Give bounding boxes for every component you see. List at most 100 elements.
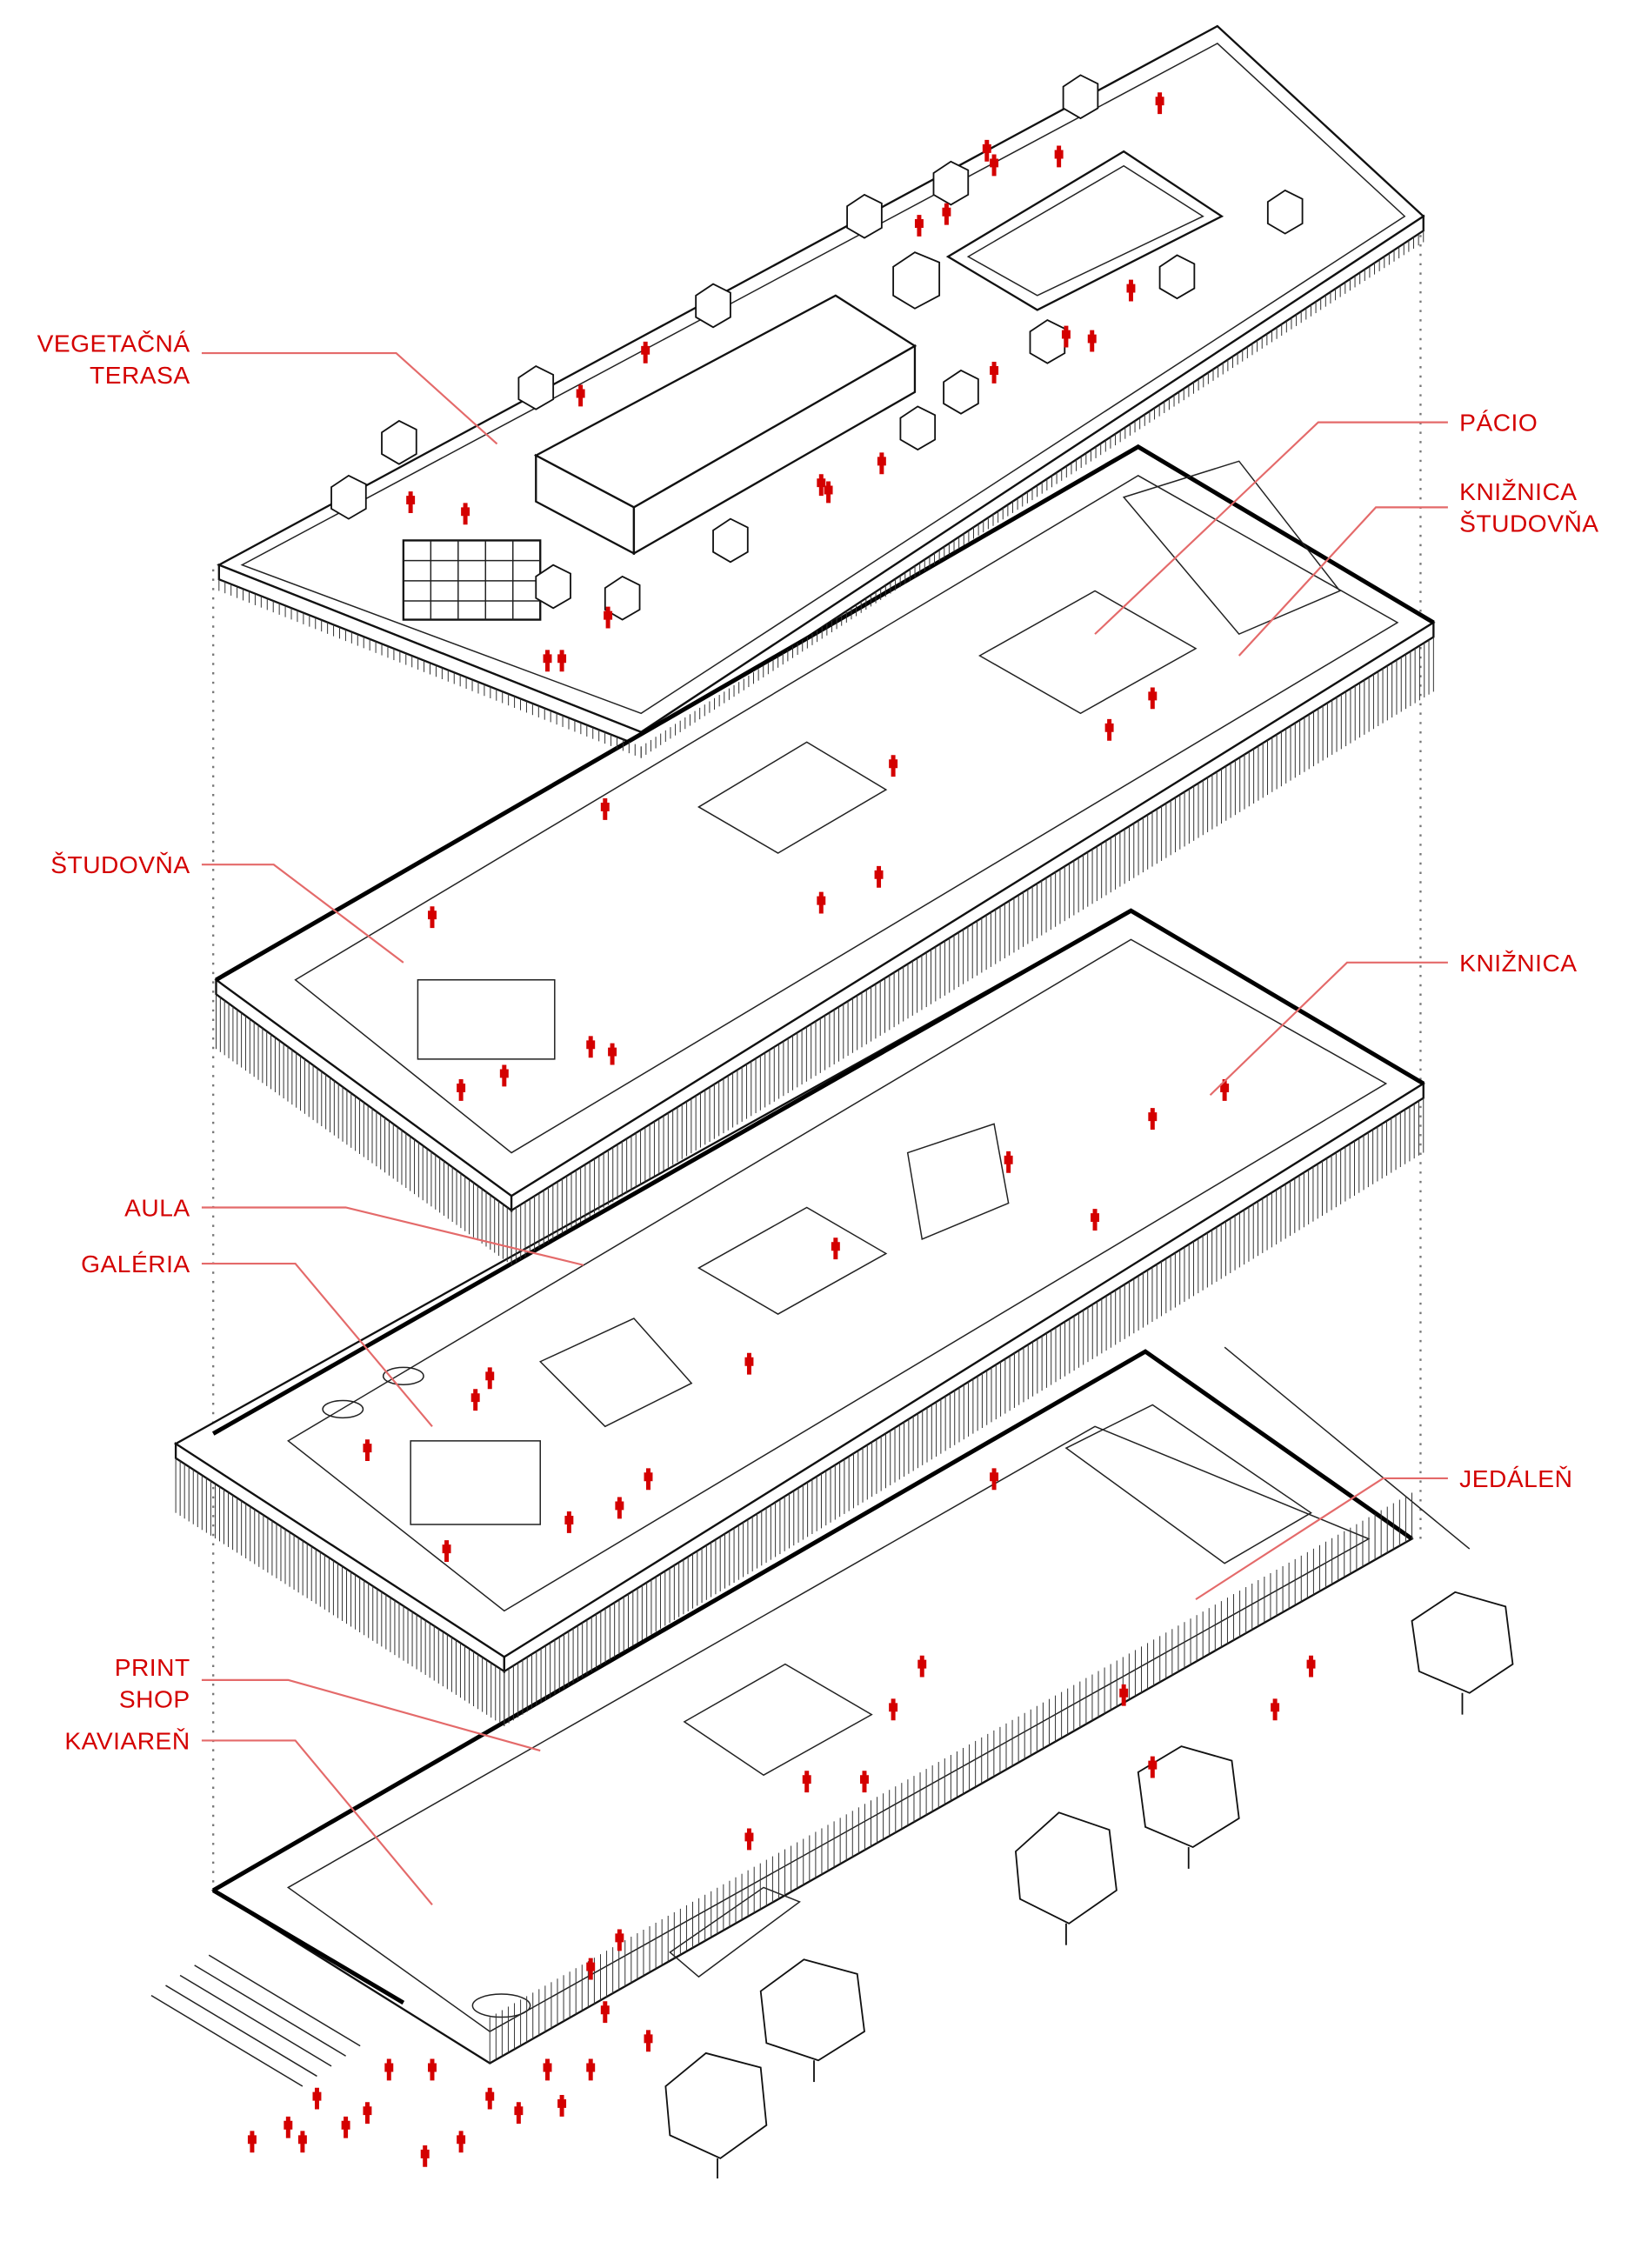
tree-icon <box>846 193 883 239</box>
facade-fins <box>510 637 1434 1265</box>
person-figure <box>461 503 470 525</box>
tree-icon <box>1029 318 1066 364</box>
person-figure <box>485 1367 495 1390</box>
person-figure <box>990 154 999 177</box>
person-figure <box>312 2087 322 2110</box>
tree-icon <box>517 364 555 410</box>
person-figure <box>557 2094 567 2117</box>
facade-fins <box>175 1458 505 1726</box>
label-aula: AULA <box>124 1194 190 1221</box>
tree-icon <box>1137 1745 1240 1869</box>
label-print-shop-line1: PRINT <box>115 1654 190 1681</box>
tree-icon <box>604 575 641 621</box>
person-figure <box>802 1771 811 1793</box>
tree-icon <box>892 251 941 310</box>
person-figure <box>877 452 886 475</box>
person-figure <box>1126 279 1136 302</box>
label-galeria: GALÉRIA <box>81 1251 190 1277</box>
person-figure <box>428 906 437 929</box>
person-figure <box>428 2058 437 2081</box>
person-figure <box>990 1468 999 1491</box>
person-figure <box>604 606 613 629</box>
tree-icon <box>932 160 970 206</box>
tree-icons <box>330 74 1514 2179</box>
tree-icon <box>1158 254 1196 300</box>
person-figure <box>1104 718 1114 741</box>
tree-icon <box>943 369 979 415</box>
tree-icon <box>1266 189 1304 235</box>
facade-fins <box>218 579 642 758</box>
tree-icon <box>712 517 749 564</box>
person-figure <box>824 481 833 504</box>
person-figure <box>1155 92 1164 115</box>
person-figure <box>485 2087 495 2110</box>
person-figure <box>817 474 826 497</box>
person-figure <box>586 1958 596 1980</box>
person-figure <box>1220 1079 1230 1101</box>
person-figure <box>600 2001 610 2024</box>
tree-icon <box>1062 74 1099 120</box>
person-figure <box>1091 1209 1100 1231</box>
first-floor-level <box>173 908 1425 1674</box>
person-figure <box>744 1352 754 1375</box>
tree-icon <box>1411 1591 1514 1715</box>
roof-level <box>217 24 1425 749</box>
tree-icon <box>1014 1811 1118 1945</box>
person-figure <box>514 2102 524 2125</box>
second-floor-level <box>214 444 1436 1213</box>
label-kniznica-studovna-line1: KNIŽNICA <box>1459 478 1577 505</box>
person-figure <box>284 2116 293 2138</box>
person-figure <box>817 891 826 914</box>
person-figure <box>457 2131 466 2153</box>
person-figure <box>406 491 416 513</box>
person-figure <box>917 1655 927 1678</box>
person-figure <box>1148 1756 1158 1778</box>
people-figures <box>247 92 1316 2167</box>
tree-icon <box>899 405 937 451</box>
tree-icon <box>381 419 417 465</box>
person-figure <box>363 1439 372 1462</box>
leader-lines <box>201 352 1448 1905</box>
patio-opening <box>945 150 1224 311</box>
person-figure <box>914 215 924 237</box>
person-figure <box>1004 1151 1013 1173</box>
person-figure <box>889 755 898 777</box>
solar-panels <box>402 539 542 621</box>
person-figure <box>543 2058 552 2081</box>
person-figure <box>384 2058 394 2081</box>
label-vegetacna-terasa-line1: VEGETAČNÁ <box>37 330 190 357</box>
person-figure <box>942 203 951 225</box>
person-figure <box>644 1468 653 1491</box>
person-figure <box>1061 325 1071 348</box>
label-kniznica: KNIŽNICA <box>1459 950 1577 977</box>
person-figure <box>297 2131 307 2153</box>
person-figure <box>470 1389 480 1411</box>
person-figure <box>363 2102 372 2125</box>
label-kaviaren: KAVIAREŇ <box>64 1727 190 1754</box>
facade-fins <box>489 1492 1413 2064</box>
person-figure <box>442 1540 451 1563</box>
tree-icon <box>330 474 367 520</box>
person-figure <box>1054 145 1064 168</box>
person-figure <box>586 2058 596 2081</box>
person-figure <box>341 2116 350 2138</box>
label-jedalen: JEDÁLEŇ <box>1459 1465 1572 1492</box>
person-figure <box>586 1036 596 1058</box>
facade-fins <box>504 1097 1424 1726</box>
entrance-steps <box>150 1954 361 2087</box>
label-kniznica-studovna-line2: ŠTUDOVŇA <box>1459 510 1598 537</box>
person-figure <box>982 139 991 162</box>
person-figure <box>831 1237 840 1260</box>
person-figure <box>420 2145 430 2167</box>
tree-icon <box>535 564 571 610</box>
person-figure <box>1271 1698 1280 1721</box>
person-figure <box>247 2131 257 2153</box>
person-figure <box>1306 1655 1316 1678</box>
label-pacio: PÁCIO <box>1459 410 1538 437</box>
label-vegetacna-terasa-line2: TERASA <box>90 362 190 389</box>
person-figure <box>543 650 552 672</box>
label-print-shop-line2: SHOP <box>119 1685 190 1712</box>
tree-icon <box>664 2051 768 2179</box>
tree-icon <box>759 1958 865 2083</box>
